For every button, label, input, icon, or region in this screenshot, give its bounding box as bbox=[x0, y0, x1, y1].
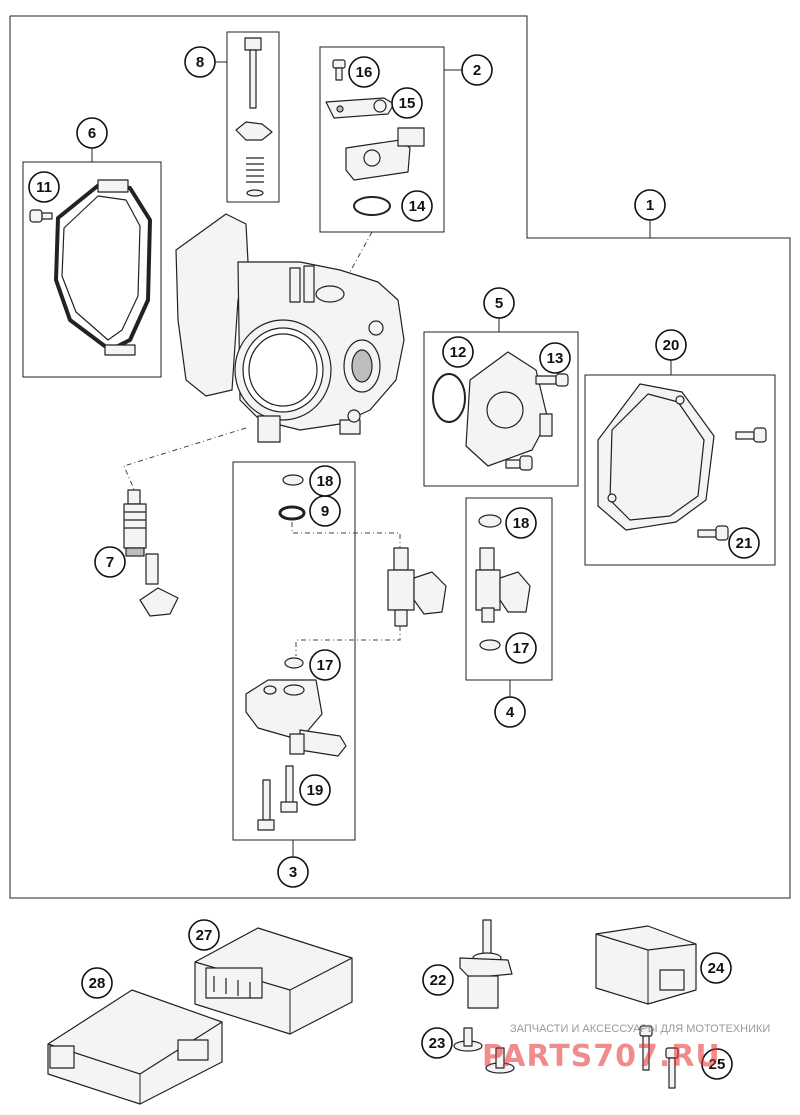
cover-20-drawing bbox=[597, 383, 715, 531]
module-28-drawing bbox=[47, 989, 223, 1105]
callout-2: 2 bbox=[461, 54, 493, 86]
svg-text:17: 17 bbox=[513, 640, 530, 657]
callout-3: 3 bbox=[277, 856, 309, 888]
callout-23: 23 bbox=[421, 1027, 453, 1059]
callout-21: 21 bbox=[728, 527, 760, 559]
sensor-22-drawing bbox=[459, 919, 513, 1009]
svg-text:11: 11 bbox=[36, 179, 52, 196]
watermark-tagline: ЗАПЧАСТИ И АКСЕССУАРЫ ДЛЯ МОТОТЕХНИКИ bbox=[510, 1023, 770, 1035]
callout-19: 19 bbox=[299, 774, 331, 806]
ring-18b-drawing bbox=[478, 514, 502, 528]
svg-text:25: 25 bbox=[709, 1056, 726, 1073]
screws-21-drawing bbox=[697, 427, 767, 541]
svg-text:16: 16 bbox=[356, 64, 373, 81]
bolts-25-drawing bbox=[639, 1025, 679, 1089]
svg-text:22: 22 bbox=[430, 972, 447, 989]
svg-text:28: 28 bbox=[89, 975, 106, 992]
svg-text:5: 5 bbox=[495, 295, 503, 312]
svg-text:14: 14 bbox=[409, 198, 426, 215]
kit-box-20 bbox=[584, 374, 776, 566]
assembly-frame-1 bbox=[9, 15, 791, 899]
sensor-5-drawing bbox=[465, 351, 553, 467]
svg-text:7: 7 bbox=[106, 554, 114, 571]
svg-text:3: 3 bbox=[289, 864, 297, 881]
svg-text:13: 13 bbox=[547, 350, 564, 367]
callout-1: 1 bbox=[634, 189, 666, 221]
callout-20: 20 bbox=[655, 329, 687, 361]
callout-27: 27 bbox=[188, 919, 220, 951]
svg-text:20: 20 bbox=[663, 337, 680, 354]
kit-box-4 bbox=[465, 497, 553, 681]
svg-text:2: 2 bbox=[473, 62, 481, 79]
ring-17b-drawing bbox=[479, 639, 501, 651]
svg-text:18: 18 bbox=[317, 473, 334, 490]
svg-text:23: 23 bbox=[429, 1035, 446, 1052]
callout-16: 16 bbox=[348, 56, 380, 88]
injector-3-drawing bbox=[387, 547, 447, 627]
svg-text:27: 27 bbox=[196, 927, 213, 944]
callout-25: 25 bbox=[701, 1048, 733, 1080]
svg-text:17: 17 bbox=[317, 657, 334, 674]
bolts-19-drawing bbox=[257, 765, 298, 831]
callout-9: 9 bbox=[309, 495, 341, 527]
injector-7-drawing bbox=[123, 489, 179, 617]
o-ring-14-drawing bbox=[353, 196, 391, 216]
callout-18b: 18 bbox=[505, 507, 537, 539]
svg-text:15: 15 bbox=[399, 95, 416, 112]
svg-text:21: 21 bbox=[736, 535, 753, 552]
svg-text:19: 19 bbox=[307, 782, 324, 799]
svg-text:18: 18 bbox=[513, 515, 530, 532]
callout-17a: 17 bbox=[309, 649, 341, 681]
callout-22: 22 bbox=[422, 964, 454, 996]
svg-text:24: 24 bbox=[708, 960, 725, 977]
o-ring-12-drawing bbox=[432, 373, 466, 423]
connector-24-drawing bbox=[595, 925, 697, 1005]
watermark-site: PARTS707.RU bbox=[482, 1039, 721, 1074]
fuel-rail-drawing bbox=[245, 679, 347, 757]
callout-17b: 17 bbox=[505, 632, 537, 664]
svg-text:9: 9 bbox=[321, 503, 329, 520]
callout-5: 5 bbox=[483, 287, 515, 319]
kit-box-8 bbox=[226, 31, 280, 203]
callout-7: 7 bbox=[94, 546, 126, 578]
callout-15: 15 bbox=[391, 87, 423, 119]
kit-box-3 bbox=[232, 461, 356, 841]
ring-9-drawing bbox=[278, 505, 306, 521]
ring-18-drawing bbox=[282, 474, 304, 486]
callout-13: 13 bbox=[539, 342, 571, 374]
kit-box-5 bbox=[423, 331, 579, 487]
svg-text:12: 12 bbox=[450, 344, 467, 361]
idle-screw-8-drawing bbox=[235, 37, 273, 197]
lever-15-drawing bbox=[325, 97, 395, 119]
injector-4-drawing bbox=[475, 547, 531, 623]
clip-6-drawing bbox=[54, 179, 152, 356]
callout-11: 11 bbox=[28, 171, 60, 203]
callout-6: 6 bbox=[76, 117, 108, 149]
kit-box-2 bbox=[319, 46, 445, 233]
callout-4: 4 bbox=[494, 696, 526, 728]
screws-23-drawing bbox=[453, 1027, 515, 1074]
throttle-body-drawing bbox=[175, 213, 405, 443]
sensor-kit-drawing bbox=[345, 127, 425, 181]
svg-text:1: 1 bbox=[646, 197, 654, 214]
bolt-11-drawing bbox=[29, 209, 53, 223]
ecu-27-drawing bbox=[194, 927, 353, 1035]
callout-18a: 18 bbox=[309, 465, 341, 497]
svg-text:4: 4 bbox=[506, 704, 515, 721]
ring-17a-drawing bbox=[284, 657, 304, 669]
svg-text:8: 8 bbox=[196, 54, 204, 71]
callout-28: 28 bbox=[81, 967, 113, 999]
callout-14: 14 bbox=[401, 190, 433, 222]
callout-12: 12 bbox=[442, 336, 474, 368]
screws-13-drawing bbox=[505, 373, 569, 471]
callout-8: 8 bbox=[184, 46, 216, 78]
screw-16-drawing bbox=[332, 59, 346, 81]
callout-24: 24 bbox=[700, 952, 732, 984]
svg-text:6: 6 bbox=[88, 125, 96, 142]
